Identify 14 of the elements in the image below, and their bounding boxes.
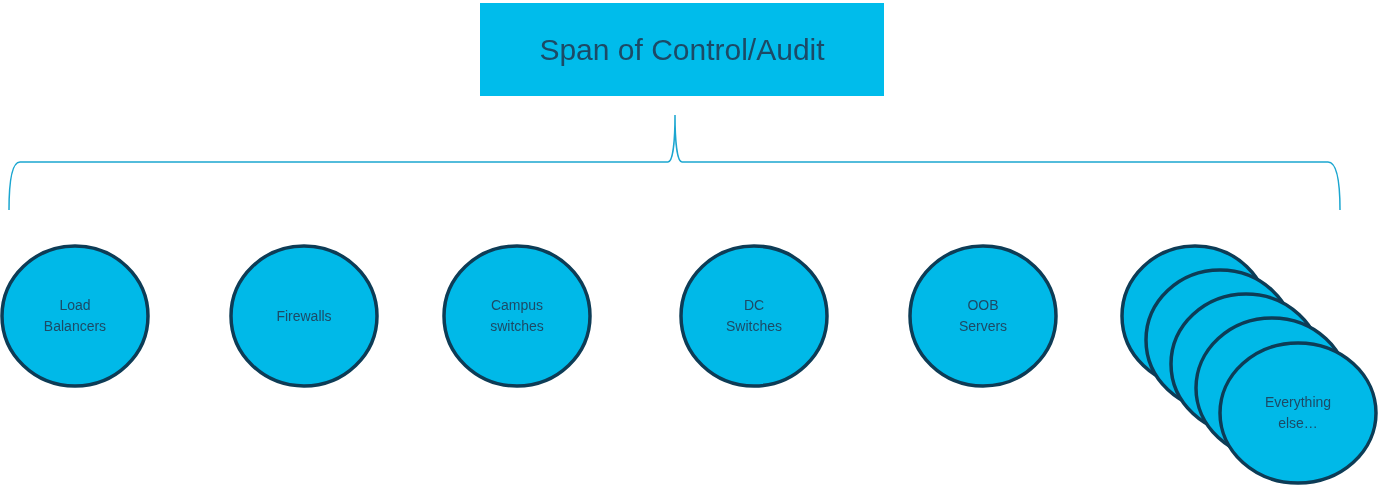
- node-label: DC Switches: [725, 296, 783, 336]
- category-ellipse: [908, 244, 1058, 388]
- category-ellipse: [229, 244, 379, 388]
- category-ellipse: [679, 244, 829, 388]
- title-box: [480, 3, 884, 96]
- title-text: Span of Control/Audit: [539, 32, 825, 67]
- node-label: Firewalls: [276, 306, 332, 326]
- node-label: Load Balancers: [42, 296, 108, 336]
- node-label: Campus switches: [489, 296, 545, 336]
- category-ellipse: [442, 244, 592, 388]
- node-label: OOB Servers: [957, 296, 1009, 336]
- stacked-ellipses: [1119, 243, 1380, 487]
- node-label: Everything else…: [1263, 393, 1333, 433]
- category-ellipse: [0, 244, 150, 388]
